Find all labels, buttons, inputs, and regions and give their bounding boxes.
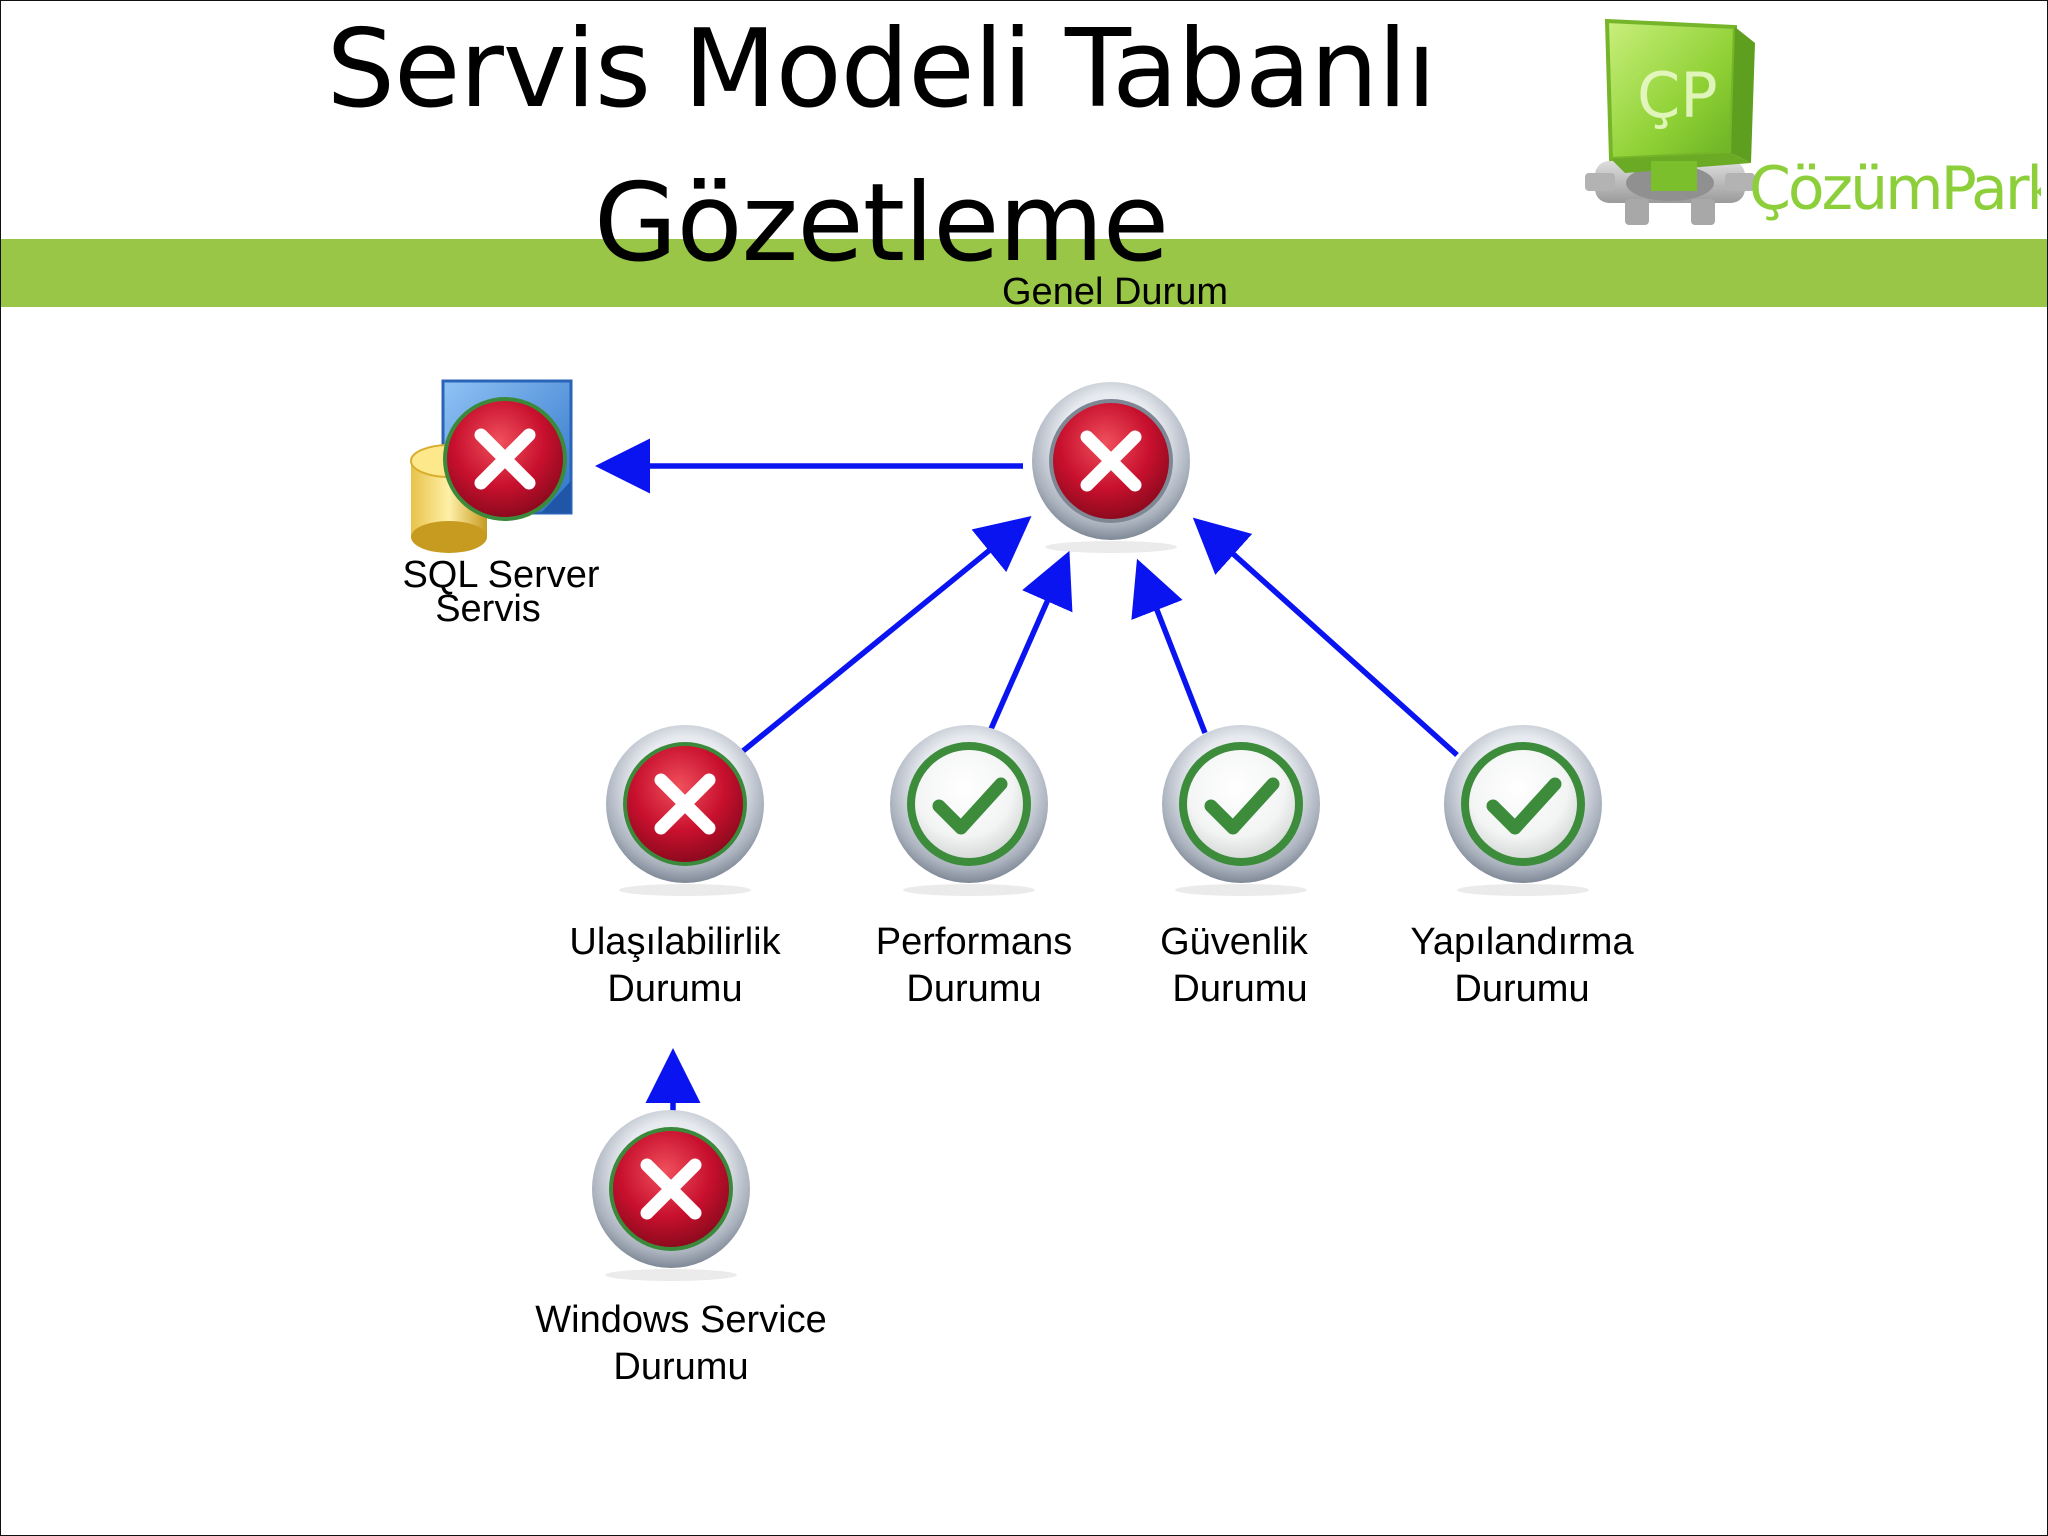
node-ulasilabilirlik[interactable]	[606, 725, 764, 896]
label-ulasilabilirlik-line2: Durumu	[607, 968, 743, 1010]
error-status-icon	[474, 428, 536, 490]
label-yapilandirma: Yapılandırma Durumu	[1377, 919, 1667, 1013]
label-windows-service-line1: Windows Service	[535, 1299, 827, 1341]
slide-title-line1: Servis Modeli Tabanlı	[326, 7, 1437, 132]
edge-ulasilabilirlik-to-genel	[741, 516, 1032, 754]
header-band	[1, 239, 2047, 307]
label-yapilandirma-line1: Yapılandırma	[1410, 921, 1634, 963]
label-performans: Performans Durumu	[854, 919, 1094, 1013]
node-guvenlik[interactable]	[1162, 725, 1320, 896]
edge-yapilandirma-to-genel	[1192, 517, 1459, 758]
logo-text: ÇözümPark	[1749, 154, 2041, 224]
edge-guvenlik-to-genel	[1131, 558, 1208, 734]
label-guvenlik-line1: Güvenlik	[1160, 921, 1308, 963]
label-sql-line1: SQL Server	[402, 554, 600, 596]
error-status-icon	[640, 1158, 702, 1220]
computer-monitor-gear-icon: ÇP	[1585, 18, 1755, 225]
node-yapilandirma[interactable]	[1444, 725, 1602, 896]
node-sql-server[interactable]	[410, 379, 573, 553]
slide-title-line2: Gözetleme	[593, 161, 1169, 286]
label-genel-durum: Genel Durum	[985, 269, 1245, 316]
ok-status-icon	[932, 777, 1008, 835]
label-genel-durum-text: Genel Durum	[1002, 271, 1228, 313]
edge-performans-to-genel	[988, 550, 1073, 731]
ok-status-icon	[1204, 777, 1280, 835]
label-yapilandirma-line2: Durumu	[1454, 968, 1590, 1010]
slide-title: Servis Modeli Tabanlı Gözetleme	[251, 1, 1511, 301]
label-ulasilabilirlik-line1: Ulaşılabilirlik	[569, 921, 781, 963]
error-status-icon	[654, 773, 716, 835]
label-windows-service-line2: Durumu	[613, 1346, 749, 1388]
label-performans-line2: Durumu	[906, 968, 1042, 1010]
node-performans[interactable]	[890, 725, 1048, 896]
label-performans-line1: Performans	[875, 921, 1073, 963]
label-windows-service: Windows Service Durumu	[511, 1297, 851, 1391]
label-ulasilabilirlik: Ulaşılabilirlik Durumu	[545, 919, 805, 1013]
label-guvenlik: Güvenlik Durumu	[1120, 919, 1360, 1013]
label-sql-server: SQL Server Servis	[381, 554, 621, 628]
node-genel-durum[interactable]	[1032, 382, 1190, 553]
cozumpark-logo: ÇP ÇözümPark	[1585, 18, 2041, 225]
svg-text:ÇP: ÇP	[1637, 59, 1718, 132]
ok-status-icon	[1486, 777, 1562, 835]
node-windows-service[interactable]	[592, 1110, 750, 1281]
error-status-icon	[1080, 430, 1142, 492]
label-sql-line2: Servis	[435, 588, 541, 630]
label-guvenlik-line2: Durumu	[1172, 968, 1308, 1010]
